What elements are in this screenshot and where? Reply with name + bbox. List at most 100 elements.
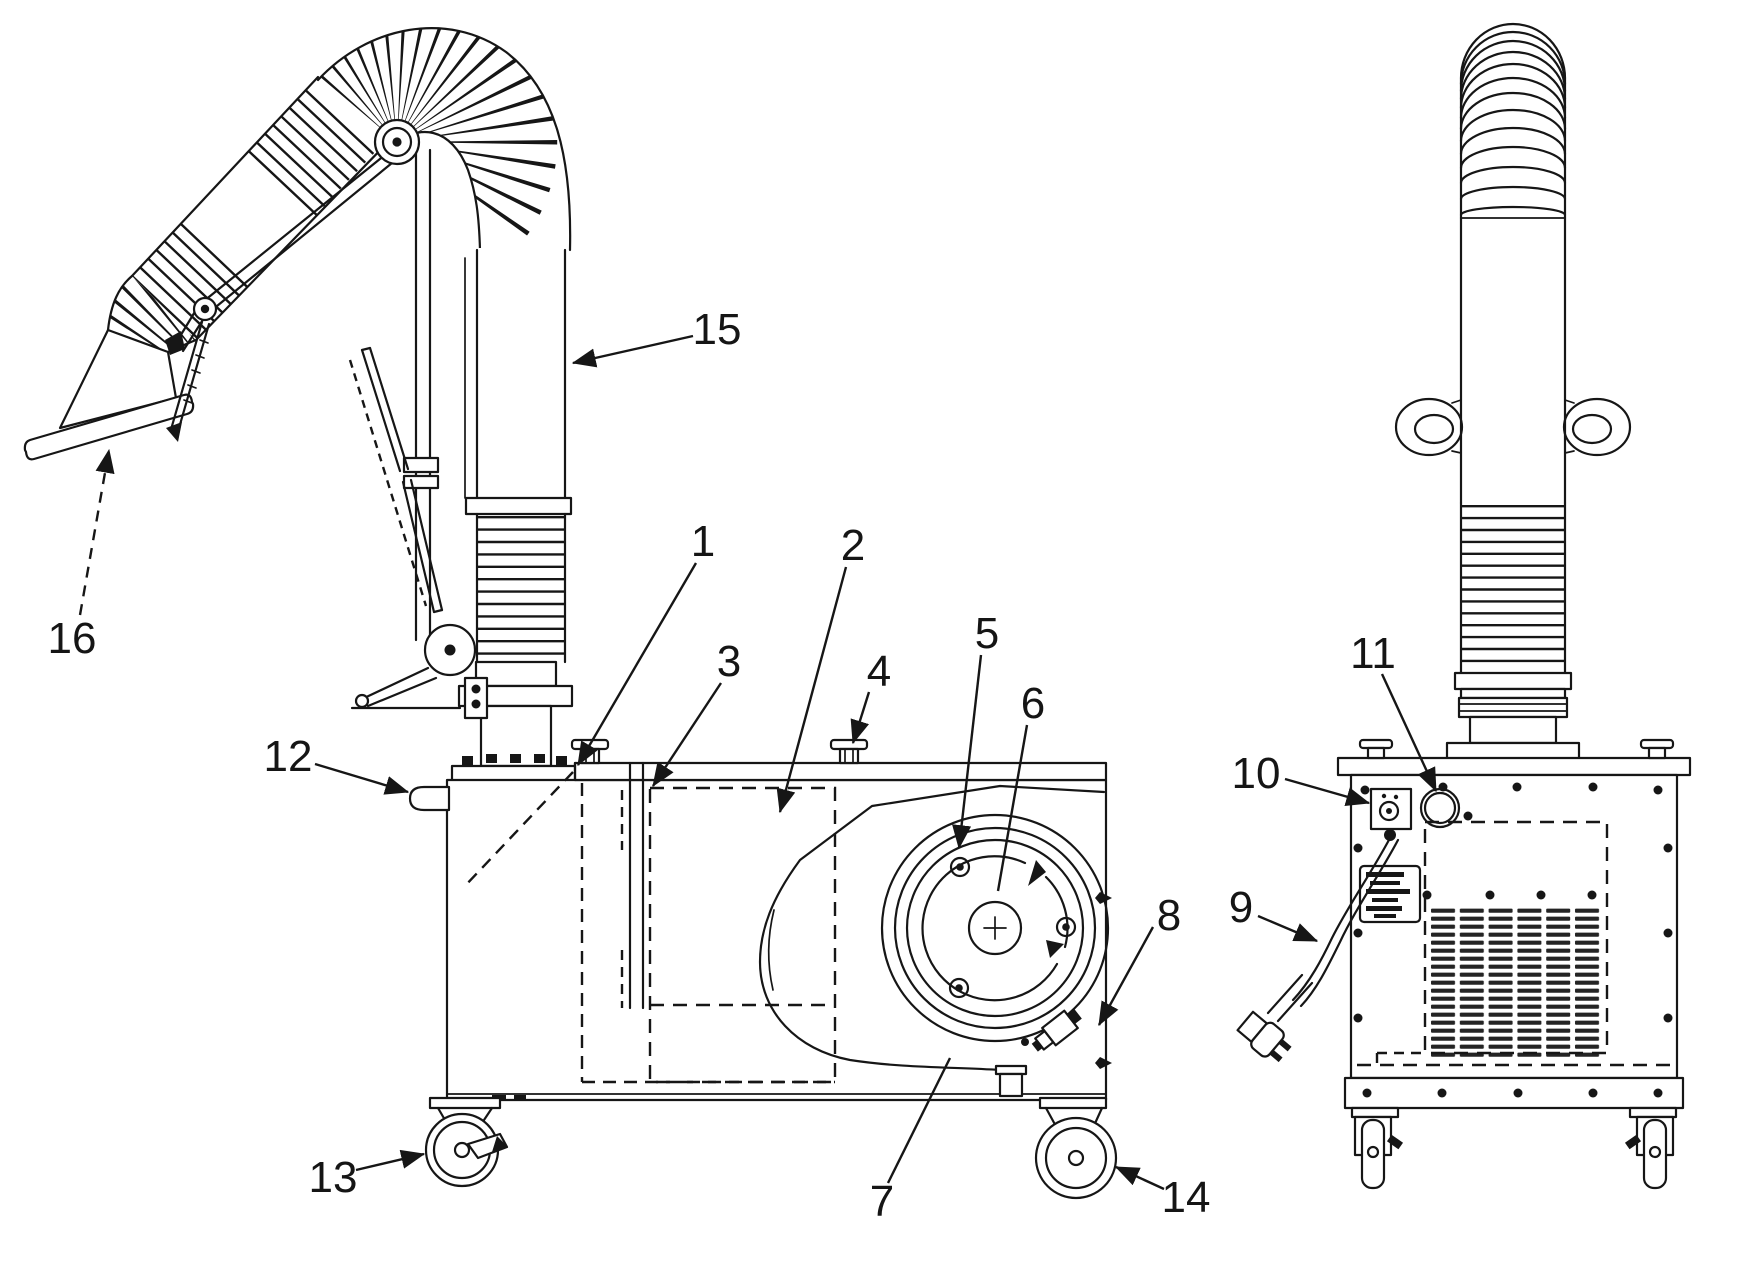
panel-screws: [1353, 782, 1673, 1098]
arm-upper-duct-corrugations: [132, 86, 378, 340]
pulley-bracket: [463, 676, 489, 720]
louver-vent: [1430, 907, 1603, 1058]
rear-duct-column: [1468, 715, 1558, 745]
drain-fitting: [1031, 1009, 1082, 1052]
arm-duct-edge-lower: [194, 138, 392, 342]
clamp-tab: [462, 756, 473, 765]
callout-11: 11: [1350, 629, 1438, 793]
blower-assembly: [758, 784, 1110, 1098]
support-post: [402, 148, 440, 642]
post-joint: [402, 474, 440, 490]
svg-text:8: 8: [1157, 891, 1181, 940]
inlet-hub: [967, 900, 1023, 956]
elbow-pivot: [373, 118, 421, 166]
cord-grommet-hole: [1419, 787, 1461, 829]
duct-flange: [464, 496, 573, 516]
callout-16: 16: [48, 448, 115, 663]
cabinet-body: [445, 778, 1108, 1102]
inlet-screw: [948, 977, 970, 999]
callout-7: 7: [870, 1057, 952, 1226]
callout-14: 14: [1114, 1165, 1211, 1222]
rear-duct-dome: [1459, 22, 1567, 220]
callout-5: 5: [952, 609, 999, 850]
svg-text:12: 12: [264, 732, 313, 781]
rear-cabinet: [1236, 738, 1692, 1110]
inlet-screw: [1055, 916, 1077, 938]
inlet-bezel: [905, 838, 1085, 1018]
outlet-stub: [994, 1064, 1028, 1098]
svg-text:1: 1: [691, 517, 715, 566]
arm-elbow-outer: [316, 27, 572, 252]
rivet: [1021, 1038, 1029, 1046]
clamp-tab: [510, 754, 521, 763]
main-filter-hidden-outline: [648, 786, 837, 1084]
rear-lid: [1336, 756, 1692, 777]
rear-caster-right: [1624, 1106, 1678, 1190]
rear-caster-left: [1350, 1106, 1404, 1190]
callout-6: 6: [996, 679, 1045, 892]
pulley-assembly: [350, 623, 489, 720]
arm-upper-duct: [132, 77, 390, 340]
power-switch: [1369, 787, 1413, 831]
hinge-tab: [1095, 1057, 1112, 1069]
svg-text:10: 10: [1232, 749, 1281, 798]
svg-text:11: 11: [1350, 629, 1396, 678]
callout-3: 3: [651, 637, 741, 788]
callout-9: 9: [1229, 883, 1319, 943]
lid-thumbscrew-right: [829, 738, 869, 765]
clamp-tab: [556, 756, 567, 765]
svg-text:4: 4: [867, 647, 891, 696]
callout-10: 10: [1232, 749, 1371, 806]
clamp-tab: [486, 754, 497, 763]
callout-8: 8: [1097, 891, 1181, 1027]
svg-text:5: 5: [975, 609, 999, 658]
svg-text:2: 2: [841, 521, 865, 570]
power-plug: [1236, 1010, 1292, 1063]
brake-tab: [1624, 1134, 1642, 1150]
handle: [408, 785, 451, 812]
svg-text:14: 14: [1162, 1173, 1211, 1222]
brake-tab: [1386, 1134, 1404, 1150]
caster-front-left: [424, 1096, 509, 1188]
caster-rear-right: [1034, 1096, 1118, 1200]
extraction-arm: [23, 27, 580, 784]
hood-flange: [23, 393, 195, 461]
rear-duct: [1394, 216, 1632, 762]
callout-13: 13: [309, 1149, 426, 1202]
strut-clamp: [166, 422, 182, 442]
hood-strut: [166, 320, 211, 442]
svg-text:3: 3: [717, 637, 741, 686]
inlet-bayonet-ring: [921, 855, 1059, 1002]
arm-support-bars: [165, 144, 405, 355]
blower-scroll: [758, 784, 1106, 1072]
clamp-tab: [534, 754, 545, 763]
rear-thumbscrew-left: [1358, 738, 1394, 760]
svg-text:6: 6: [1021, 679, 1045, 728]
hood-clamp: [165, 331, 185, 355]
hood: [23, 328, 195, 461]
rear-thumbscrew-right: [1639, 738, 1675, 760]
svg-text:16: 16: [48, 614, 97, 663]
inlet-screw: [949, 856, 971, 878]
bayonet-mark: [1028, 860, 1046, 886]
callout-1: 1: [462, 517, 715, 889]
svg-text:7: 7: [870, 1177, 894, 1226]
side-view: [23, 27, 1118, 1200]
callouts: 1 2 3 4 5 6 7 8 9 10 11 12: [48, 305, 1438, 1226]
callout-2: 2: [776, 521, 865, 814]
arm-lower-bend-outer: [106, 274, 134, 332]
svg-text:9: 9: [1229, 883, 1253, 932]
svg-text:15: 15: [693, 305, 742, 354]
arm-duct-edge-upper: [130, 75, 320, 278]
caster-shim: [514, 1095, 526, 1101]
callout-4: 4: [850, 647, 891, 745]
rear-duct-rings: [1457, 696, 1569, 719]
rear-view: [1236, 22, 1692, 1190]
cabinet-lid: [573, 761, 1108, 782]
callout-15: 15: [571, 305, 742, 368]
callout-12: 12: [264, 732, 410, 795]
rear-handle-ring: [1394, 397, 1632, 457]
inlet-outer-ring: [880, 813, 1110, 1043]
